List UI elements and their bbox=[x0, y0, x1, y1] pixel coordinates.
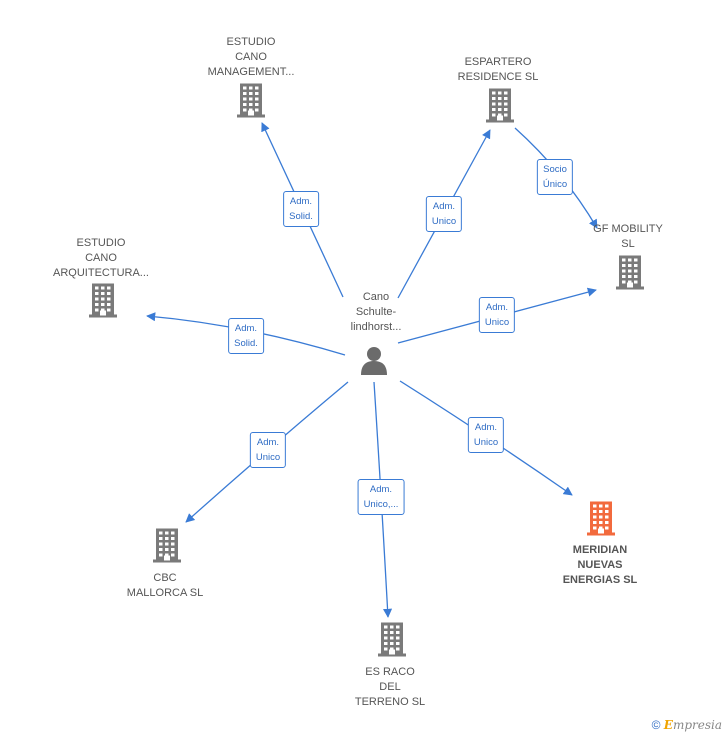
edge-role-label[interactable]: Adm. Unico,... bbox=[357, 479, 405, 515]
building-icon[interactable] bbox=[586, 501, 616, 542]
company-label[interactable]: ESPARTERO RESIDENCE SL bbox=[457, 56, 539, 83]
building-icon[interactable] bbox=[88, 283, 118, 324]
edge-role-label[interactable]: Adm. Unico bbox=[478, 297, 516, 333]
company-label[interactable]: GF MOBILITY SL bbox=[593, 223, 663, 250]
company-label[interactable]: ESTUDIO CANO ARQUITECTURA... bbox=[53, 237, 149, 279]
center-person-label[interactable]: Cano Schulte- lindhorst... bbox=[350, 291, 402, 333]
edge-role-label[interactable]: Adm. Unico bbox=[249, 432, 287, 468]
edge-role-label[interactable]: Socio Único bbox=[536, 159, 574, 195]
company-label[interactable]: ES RACO DEL TERRENO SL bbox=[354, 666, 426, 708]
edge-role-label[interactable]: Adm. Solid. bbox=[228, 318, 264, 354]
copyright-symbol: © bbox=[651, 718, 661, 732]
building-icon[interactable] bbox=[152, 528, 182, 569]
company-label[interactable]: MERIDIAN NUEVAS ENERGIAS SL bbox=[562, 544, 638, 586]
company-label[interactable]: ESTUDIO CANO MANAGEMENT... bbox=[207, 36, 295, 78]
building-icon[interactable] bbox=[377, 622, 407, 663]
edge-role-label[interactable]: Adm. Unico bbox=[467, 417, 505, 453]
building-icon[interactable] bbox=[615, 255, 645, 296]
edge-role-label[interactable]: Adm. Solid. bbox=[283, 191, 319, 227]
person-icon[interactable] bbox=[359, 345, 389, 375]
footer-brand: © Empresia bbox=[652, 718, 722, 732]
building-icon[interactable] bbox=[236, 83, 266, 124]
building-icon[interactable] bbox=[485, 88, 515, 129]
edge-role-label[interactable]: Adm. Unico bbox=[425, 196, 463, 232]
empresia-logo: Empresia bbox=[663, 718, 722, 732]
company-label[interactable]: CBC MALLORCA SL bbox=[126, 572, 204, 599]
